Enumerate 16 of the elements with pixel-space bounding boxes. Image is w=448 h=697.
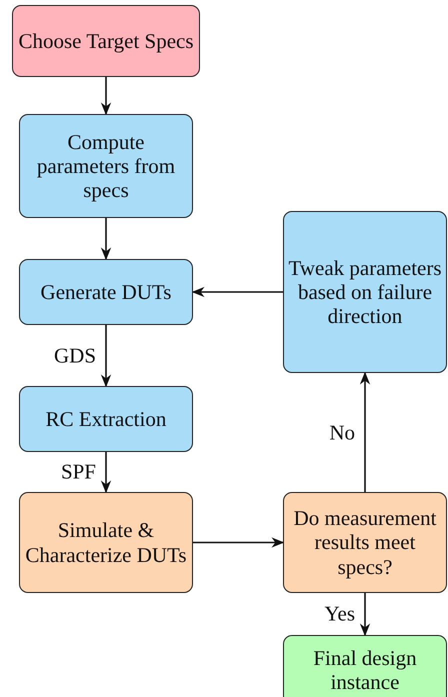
process-box: Generate DUTs	[19, 259, 193, 325]
arrow	[100, 452, 112, 494]
arrow	[100, 218, 112, 260]
arrow	[100, 77, 112, 116]
process-box: Do measurement results meet specs?	[283, 492, 447, 593]
process-box: Final design instance	[283, 635, 447, 697]
process-box: Compute parameters from specs	[19, 114, 193, 218]
process-box: Choose Target Specs	[12, 5, 200, 77]
process-box: Tweak parameters based on failure direction	[283, 211, 447, 373]
process-box: RC Extraction	[19, 386, 193, 452]
arrow	[100, 325, 112, 388]
process-box: Simulate & Characterize DUTs	[19, 492, 193, 593]
arrow	[192, 286, 283, 298]
arrow	[360, 593, 370, 636]
arrow	[193, 537, 284, 548]
arrow	[360, 372, 370, 492]
